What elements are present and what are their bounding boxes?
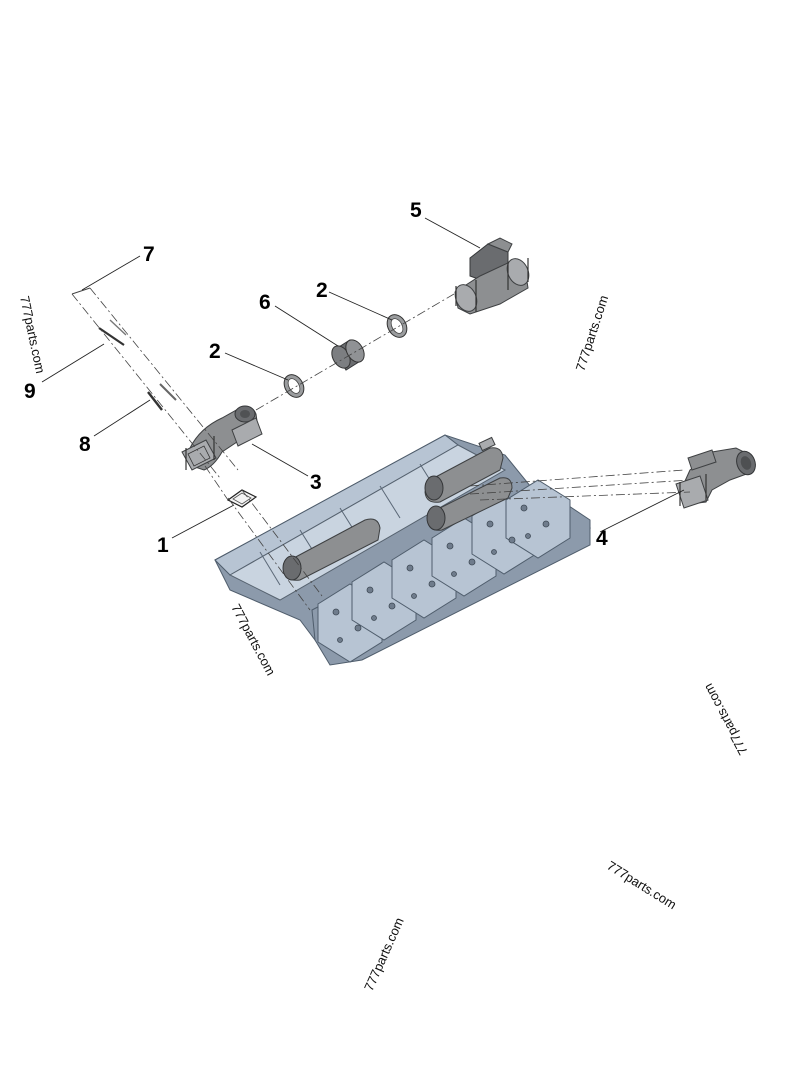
- exhaust-elbow-part-3: [181, 405, 263, 471]
- callout-labels: 1 2 2 3 4 5 6 7 8 9: [24, 199, 608, 557]
- watermark-left-edge: 777parts.com: [17, 295, 48, 375]
- watermark-lower-right: 777parts.com: [604, 858, 679, 912]
- gasket-part-1: [226, 489, 258, 508]
- seal-ring-part-2-lower: [283, 374, 305, 398]
- callout-8: 8: [79, 433, 91, 456]
- leader-lines: [41, 217, 685, 539]
- long-bolt-part-9: [98, 319, 127, 346]
- callout-5: 5: [410, 199, 422, 222]
- cylinder-head-assembly: [214, 434, 592, 666]
- callout-3: 3: [310, 471, 322, 494]
- callout-6: 6: [259, 291, 271, 314]
- callout-4: 4: [596, 527, 608, 550]
- stud-part-8: [147, 383, 177, 411]
- assembly-lines: [71, 287, 691, 611]
- stud-part-7: [71, 287, 91, 295]
- exhaust-elbow-part-4: [675, 447, 756, 509]
- callout-1: 1: [157, 534, 169, 557]
- watermark-upper-right: 777parts.com: [573, 293, 612, 373]
- watermark-engine: 777parts.com: [228, 601, 278, 678]
- installed-exhaust-pipes: [282, 436, 513, 581]
- watermark-right-upside: 777parts.com: [700, 681, 750, 758]
- callout-2-lower: 2: [209, 340, 221, 363]
- watermark-bottom-center: 777parts.com: [361, 915, 407, 993]
- seal-ring-part-2-upper: [386, 314, 408, 338]
- callout-7: 7: [143, 243, 155, 266]
- callout-2-upper: 2: [316, 279, 328, 302]
- tee-manifold-part-5: [454, 237, 530, 315]
- callout-9: 9: [24, 380, 36, 403]
- sleeve-part-6: [331, 339, 365, 371]
